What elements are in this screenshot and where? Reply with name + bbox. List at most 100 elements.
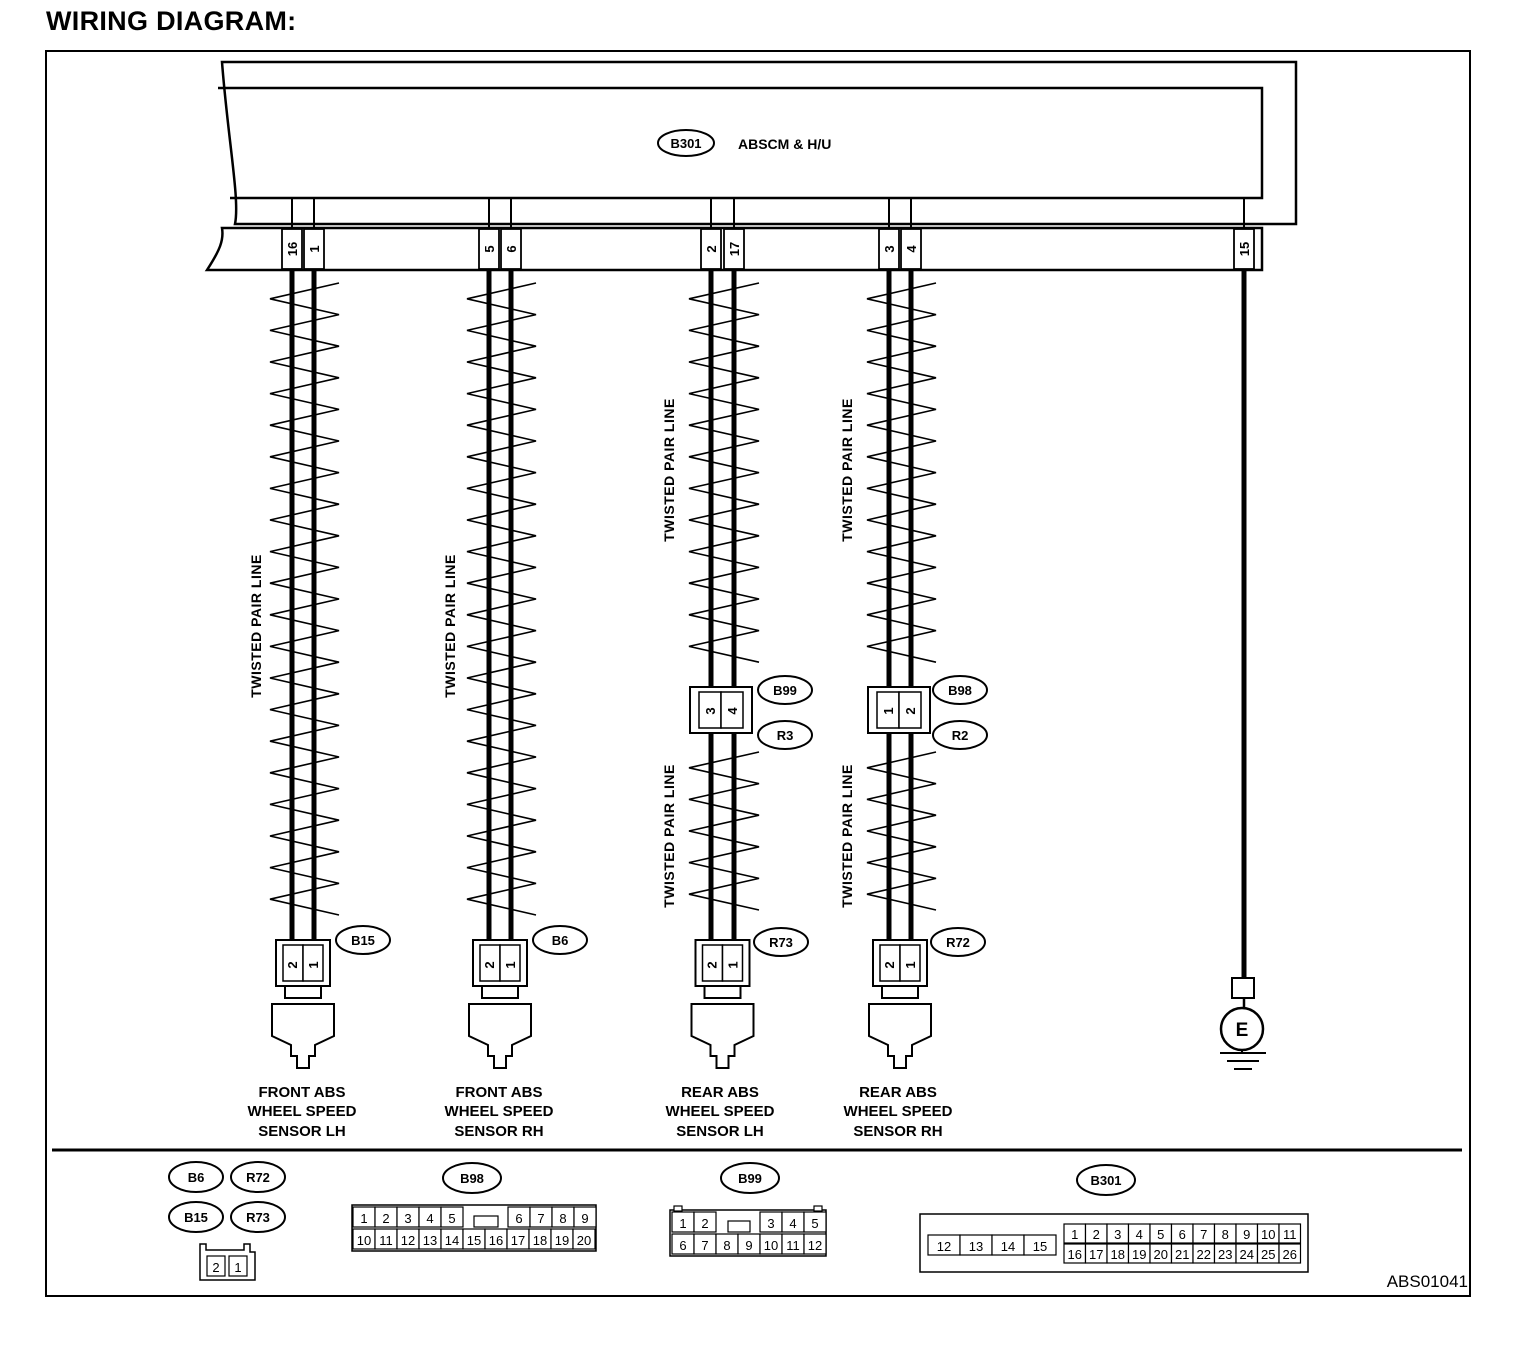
sensor-names: FRONT ABS WHEEL SPEED SENSOR LH FRONT AB… (248, 1084, 953, 1140)
connector-pin-number: 7 (701, 1238, 708, 1253)
connector-pin-number: 19 (1132, 1247, 1146, 1262)
connector-pin-number: 15 (467, 1233, 481, 1248)
view-label-r73: R73 (246, 1210, 270, 1225)
twisted-pair-labels: TWISTED PAIR LINE TWISTED PAIR LINE TWIS… (248, 398, 855, 908)
sensor-name-line: WHEEL SPEED (445, 1103, 554, 1120)
sensor-wiring (269, 270, 937, 942)
connector-pin-number: 13 (969, 1239, 983, 1254)
twisted-pair-label-rh-front: TWISTED PAIR LINE (442, 554, 458, 698)
connector-cell (1278, 1243, 1302, 1264)
connector-pin-number: 5 (811, 1216, 818, 1231)
sensor-name-line: SENSOR LH (258, 1123, 346, 1140)
connector-pin-number: 10 (1261, 1227, 1275, 1242)
connector-pin-number: 16 (489, 1233, 503, 1248)
connector-pin-number: 4 (426, 1211, 433, 1226)
connector-tab (673, 1205, 683, 1212)
twisted-pair-label-lh-front: TWISTED PAIR LINE (248, 554, 264, 698)
module-pin-number: 6 (504, 245, 519, 252)
view-label-b301: B301 (1090, 1173, 1121, 1188)
view-label-b6: B6 (188, 1170, 205, 1185)
sensor-pin-box (899, 944, 921, 982)
connector-pin-number: 22 (1197, 1247, 1211, 1262)
sensor-name-line: SENSOR RH (853, 1123, 942, 1140)
connector-pin-number: 2 (1093, 1227, 1100, 1242)
view-label-b99: B99 (738, 1171, 762, 1186)
connector-pin-number: 1 (1071, 1227, 1078, 1242)
sensor-neck (284, 986, 322, 999)
ground-symbol: E (1236, 1020, 1249, 1041)
sensor-pin-number: 1 (903, 961, 918, 968)
sensor-pin-number: 1 (726, 961, 741, 968)
sensor-name-line: WHEEL SPEED (844, 1103, 953, 1120)
sensor-neck (703, 986, 742, 999)
sensor-name-line: REAR ABS (681, 1084, 759, 1101)
connector-pin-number: 11 (379, 1233, 393, 1248)
module-pin-number: 5 (482, 245, 497, 252)
connector-pin-number: 11 (1283, 1227, 1297, 1242)
connector-pin-number: 6 (515, 1211, 522, 1226)
module-pin-number: 3 (882, 245, 897, 252)
sensor-body (690, 1003, 755, 1069)
abscm-module: B301 ABSCM & H/U (204, 60, 1298, 272)
twist-zigzag (466, 282, 537, 916)
pin-box (281, 228, 303, 270)
connector-pin-number: 15 (1033, 1239, 1047, 1254)
connector-pin-number: 26 (1283, 1247, 1297, 1262)
connector-pin-number: 2 (701, 1216, 708, 1231)
connector-pin-number: 16 (1068, 1247, 1082, 1262)
badge-r72: R72 (946, 935, 970, 950)
connector-pin-number: 2 (382, 1211, 389, 1226)
connector-pin-number: 6 (1179, 1227, 1186, 1242)
connector-pin-number: 20 (577, 1233, 591, 1248)
badge-b99: B99 (773, 683, 797, 698)
connector-pin-number: 10 (357, 1233, 371, 1248)
pin-box (900, 228, 922, 270)
connector-pin-number: 9 (581, 1211, 588, 1226)
badge-r3: R3 (777, 728, 794, 743)
twisted-pair-label-rh-rear-lower: TWISTED PAIR LINE (839, 764, 855, 908)
module-pin-number: 1 (307, 245, 322, 252)
connector-cell (573, 1206, 597, 1228)
sensor-name-line: SENSOR LH (676, 1123, 764, 1140)
twist-zigzag (866, 282, 937, 663)
connector-pin-number: 8 (559, 1211, 566, 1226)
connector-cell (803, 1211, 827, 1233)
module-pin-number: 15 (1237, 242, 1252, 256)
connector-pin-number: 10 (764, 1238, 778, 1253)
joint-pin-1: 1 (881, 707, 896, 714)
connector-key (727, 1220, 751, 1233)
connector-pin-number: 21 (1175, 1247, 1189, 1262)
sensor-pin-number: 2 (285, 961, 300, 968)
badge-r2: R2 (952, 728, 969, 743)
page-title: WIRING DIAGRAM: (46, 6, 297, 36)
connector-pin-number: 17 (1089, 1247, 1103, 1262)
connector-pin-number: 7 (537, 1211, 544, 1226)
sensor-pin-number: 1 (503, 961, 518, 968)
module-pin-number: 2 (704, 245, 719, 252)
connector-pin-number: 8 (723, 1238, 730, 1253)
connector-pin-number: 23 (1218, 1247, 1232, 1262)
module-pin-number: 16 (285, 242, 300, 256)
twist-zigzag (688, 751, 760, 911)
pin-box (700, 228, 722, 270)
pin-box (1233, 228, 1255, 270)
ground-circuit: E (1219, 270, 1266, 1070)
connector-pin-number: 24 (1240, 1247, 1254, 1262)
wire-connector-badges: B15 B6 B99 R3 R73 B98 R2 R72 (335, 675, 988, 957)
sensor-name-line: FRONT ABS (456, 1084, 543, 1101)
connector-pin-number: 5 (1157, 1227, 1164, 1242)
drawing-number: ABS01041 (1387, 1272, 1468, 1291)
connector-pin-number: 13 (423, 1233, 437, 1248)
pin-box (500, 228, 522, 270)
connector-pin-number: 17 (511, 1233, 525, 1248)
twisted-pair-label-lh-rear-upper: TWISTED PAIR LINE (661, 398, 677, 542)
badge-r73: R73 (769, 935, 793, 950)
connector-pin-number: 12 (937, 1239, 951, 1254)
connector-pin-number: 8 (1222, 1227, 1229, 1242)
connector-pin-number: 19 (555, 1233, 569, 1248)
view-label-b15: B15 (184, 1210, 208, 1225)
